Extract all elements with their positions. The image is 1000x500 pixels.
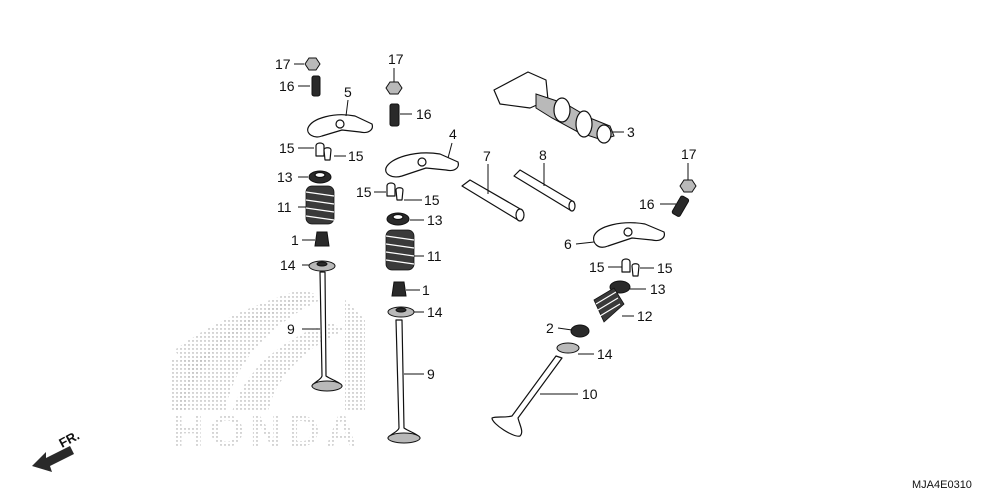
callout-15: 15: [356, 184, 372, 200]
callout-4: 4: [449, 126, 457, 142]
callout-14: 14: [280, 257, 296, 273]
callout-13: 13: [650, 281, 666, 297]
rocker-shaft-7: [461, 179, 525, 222]
arrow-icon: [32, 446, 74, 472]
callout-16: 16: [279, 78, 295, 94]
callout-9: 9: [427, 366, 435, 382]
callout-1: 1: [291, 232, 299, 248]
nut-17-left: [304, 57, 321, 71]
callout-11: 11: [427, 248, 442, 264]
valve-9-middle: [387, 319, 421, 443]
callout-15: 15: [657, 260, 673, 276]
honda-logo-text: HONDA: [172, 407, 363, 456]
callout-5: 5: [344, 84, 352, 100]
camshaft-3: [493, 71, 615, 144]
middle-valve-assembly: [385, 81, 459, 444]
spring-12-right: [593, 287, 625, 323]
callout-13: 13: [277, 169, 293, 185]
callout-17: 17: [681, 146, 697, 162]
callout-14: 14: [427, 304, 443, 320]
seal-1-left: [314, 231, 330, 247]
callout-6: 6: [564, 236, 572, 252]
callout-10: 10: [582, 386, 598, 402]
left-valve-assembly: [304, 57, 373, 392]
valve-10: [491, 355, 563, 437]
spring-11-left: [305, 185, 335, 225]
front-direction-arrow: FR.: [32, 428, 82, 472]
callout-15: 15: [279, 140, 295, 156]
callout-14: 14: [597, 346, 613, 362]
callout-13: 13: [427, 212, 443, 228]
callout-16: 16: [639, 196, 655, 212]
callout-2: 2: [546, 320, 554, 336]
callout-16: 16: [416, 106, 432, 122]
callout-15: 15: [589, 259, 605, 275]
callout-17: 17: [275, 56, 291, 72]
callout-8: 8: [539, 147, 547, 163]
diagram-code: MJA4E0310: [912, 479, 972, 491]
front-label: FR.: [56, 428, 82, 451]
leader-lines: [294, 63, 689, 395]
callout-15: 15: [348, 148, 364, 164]
honda-wing-watermark: HONDA: [170, 290, 365, 456]
callout-3: 3: [627, 124, 635, 140]
callout-9: 9: [287, 321, 295, 337]
callout-1: 1: [422, 282, 430, 298]
callout-11: 11: [277, 199, 292, 215]
screw-16-left: [311, 75, 321, 97]
right-valve-assembly: [491, 179, 697, 437]
callout-7: 7: [483, 148, 491, 164]
callout-labels: 17 16 5 15 15 13 11 1 14 9 17 16 4 15 15…: [275, 51, 697, 402]
spring-11-middle: [385, 229, 415, 271]
callout-15: 15: [424, 192, 440, 208]
callout-12: 12: [637, 308, 653, 324]
callout-17: 17: [388, 51, 404, 67]
rocker-shaft-8: [513, 169, 576, 212]
